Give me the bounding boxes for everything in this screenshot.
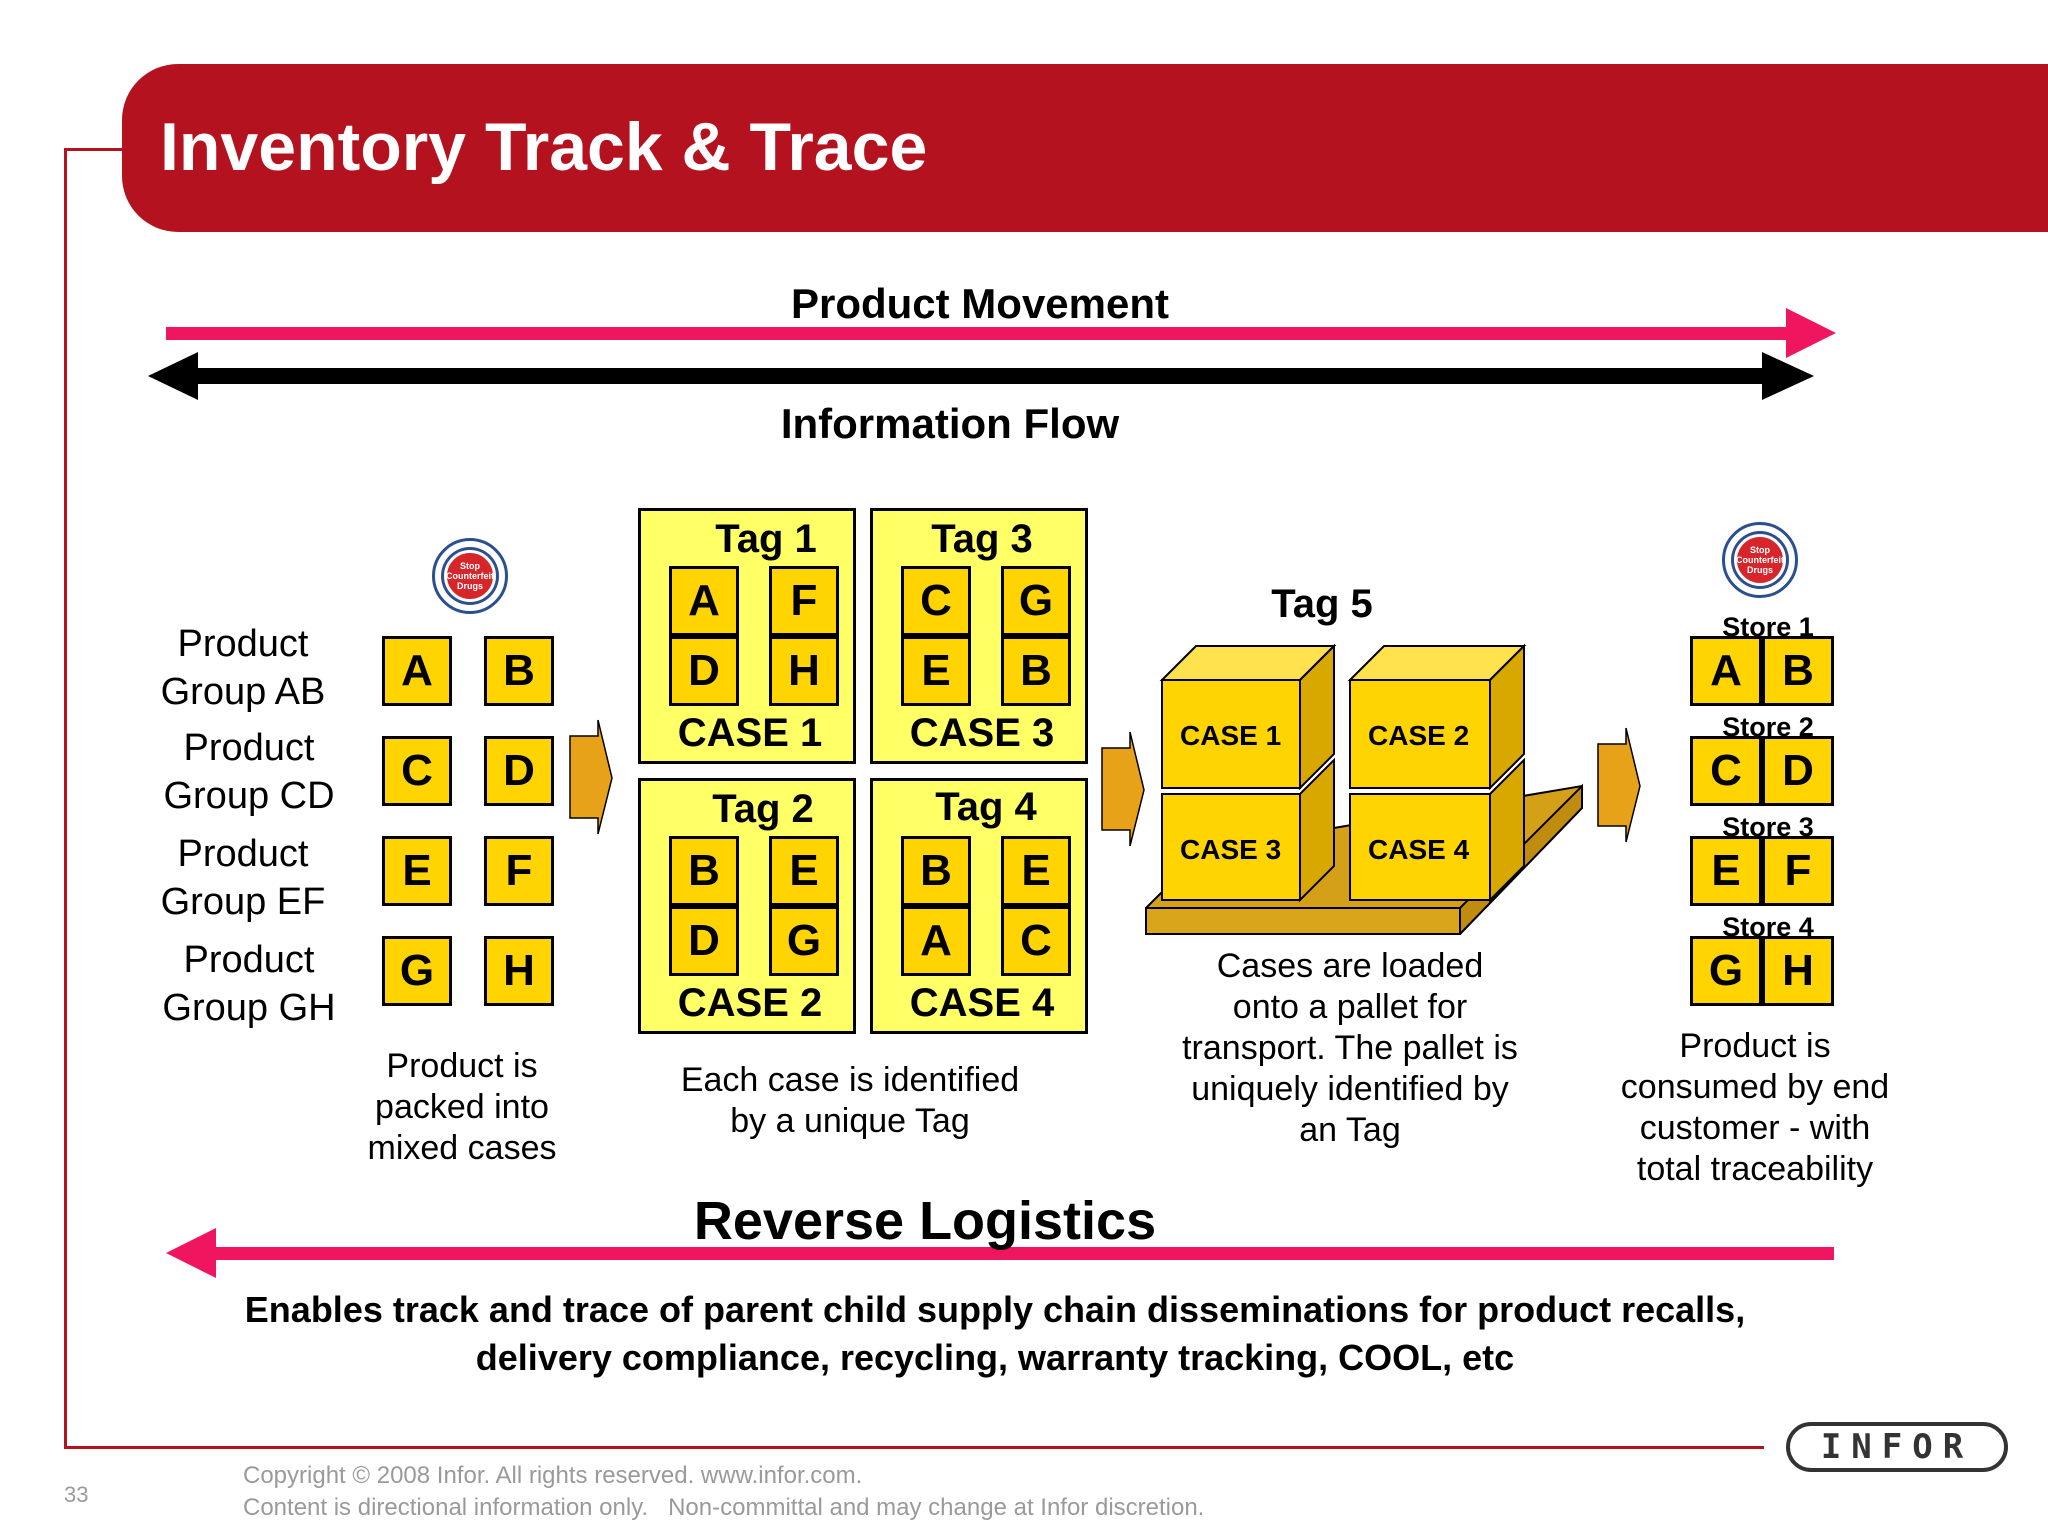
product-square: A — [669, 566, 739, 636]
tag-box-2: Tag 2 B E D G CASE 2 — [638, 778, 856, 1034]
product-square: B — [484, 636, 554, 706]
frame-line-top — [64, 148, 124, 151]
product-square: B — [1001, 636, 1071, 706]
product-square: E — [1001, 836, 1071, 906]
case-label: CASE 4 — [909, 981, 1055, 1025]
cube-label: CASE 2 — [1368, 720, 1470, 751]
product-square: B — [669, 836, 739, 906]
infor-logo-text: INFOR — [1820, 1427, 1974, 1467]
product-square: E — [382, 836, 452, 906]
product-square: G — [1001, 566, 1071, 636]
product-square: E — [769, 836, 839, 906]
tag-box-3: Tag 3 C G E B CASE 3 — [870, 508, 1088, 764]
orange-arrow-2 — [1101, 731, 1145, 847]
cube-case-2 — [1347, 643, 1527, 791]
tag-title: Tag 4 — [935, 785, 1037, 829]
product-square: H — [769, 636, 839, 706]
summary-text: Enables track and trace of parent child … — [244, 1289, 1746, 1378]
case-label: CASE 3 — [909, 711, 1055, 755]
product-square: E — [901, 636, 971, 706]
copyright-text: Copyright © 2008 Infor. All rights reser… — [243, 1462, 863, 1489]
store-square: E — [1690, 836, 1762, 906]
tag-box-1: Tag 1 A F D H CASE 1 — [638, 508, 856, 764]
cube-case-3 — [1161, 757, 1335, 903]
product-movement-arrow — [166, 308, 1836, 358]
store-square: F — [1762, 836, 1834, 906]
tag-title: Tag 1 — [715, 517, 817, 561]
case-label: CASE 1 — [677, 711, 823, 755]
product-square: F — [769, 566, 839, 636]
information-flow-label: Information Flow — [780, 400, 1120, 447]
case-label: CASE 2 — [677, 981, 823, 1025]
infor-logo: INFOR — [1786, 1422, 2008, 1472]
product-square: H — [484, 936, 554, 1006]
product-square: G — [382, 936, 452, 1006]
tag-title: Tag 3 — [931, 517, 1033, 561]
cube-case-4 — [1349, 757, 1525, 903]
product-square: C — [901, 566, 971, 636]
disclaimer-text: Content is directional information only.… — [243, 1494, 1205, 1521]
cube-label: CASE 4 — [1368, 834, 1470, 865]
product-square: D — [669, 636, 739, 706]
orange-arrow-1 — [569, 719, 613, 835]
cube-label: CASE 3 — [1180, 834, 1282, 865]
tag-title: Tag 2 — [712, 787, 814, 831]
page-number: 33 — [64, 1482, 89, 1507]
frame-line-left — [64, 148, 67, 1448]
information-flow-arrow — [148, 352, 1814, 400]
product-square: G — [769, 906, 839, 976]
product-square: A — [382, 636, 452, 706]
product-square: D — [484, 736, 554, 806]
pallet-tag-title: Tag 5 — [1271, 582, 1373, 626]
store-square: D — [1762, 736, 1834, 806]
page-title: Inventory Track & Trace — [160, 109, 928, 185]
frame-line-bottom — [64, 1446, 1764, 1449]
tag-box-4: Tag 4 B E A C CASE 4 — [870, 778, 1088, 1034]
product-square: A — [901, 906, 971, 976]
reverse-logistics-arrow — [166, 1228, 1834, 1278]
store-square: C — [1690, 736, 1762, 806]
store-square: B — [1762, 636, 1834, 706]
reverse-logistics-label: Reverse Logistics — [693, 1191, 1157, 1251]
product-square: C — [382, 736, 452, 806]
product-square: C — [1001, 906, 1071, 976]
cube-label: CASE 1 — [1180, 720, 1282, 751]
orange-arrow-3 — [1597, 727, 1641, 843]
store-square: G — [1690, 936, 1762, 1006]
store-square: H — [1762, 936, 1834, 1006]
title-bar — [122, 64, 2048, 232]
product-square: F — [484, 836, 554, 906]
product-square: B — [901, 836, 971, 906]
cube-case-1 — [1159, 643, 1337, 791]
product-movement-label: Product Movement — [790, 280, 1170, 327]
product-square: D — [669, 906, 739, 976]
store-square: A — [1690, 636, 1762, 706]
